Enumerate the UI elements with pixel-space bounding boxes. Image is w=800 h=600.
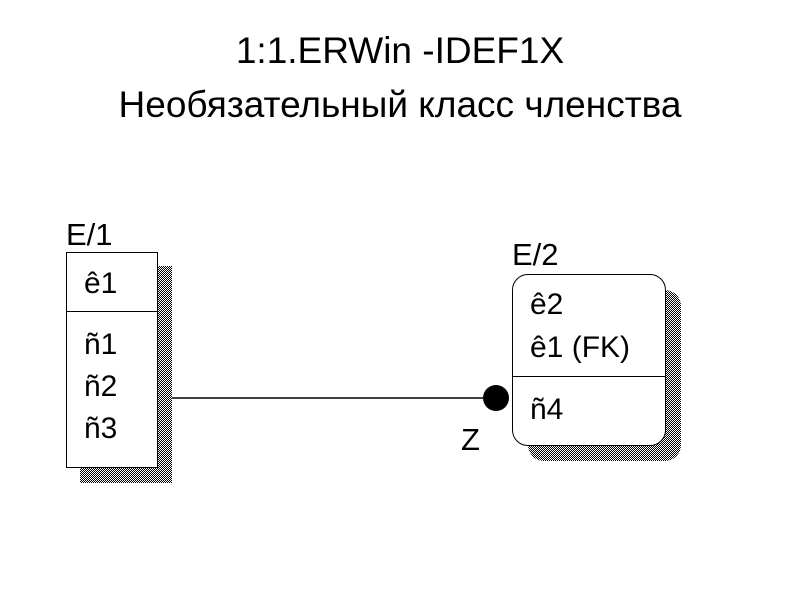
entity-e1-attr: ñ1 bbox=[84, 328, 118, 361]
cardinality-label: Z bbox=[461, 422, 480, 457]
title-line-2: Необязательный класс членства bbox=[118, 84, 682, 125]
entity-e1-attr: ñ2 bbox=[84, 370, 118, 403]
entity-e2-key-attr: ê2 bbox=[530, 288, 564, 321]
entity-e1-box bbox=[66, 252, 158, 468]
title-line-1: 1:1.ERWin -IDEF1X bbox=[235, 30, 565, 71]
entity-e2-key-divider bbox=[512, 376, 666, 377]
entity-e1-key-divider bbox=[66, 311, 158, 312]
entity-e1-key-attr: ê1 bbox=[84, 267, 118, 300]
entity-e2-attr: ñ4 bbox=[530, 393, 564, 426]
entity-e1-name: E/1 bbox=[66, 217, 113, 252]
entity-e1-attr: ñ3 bbox=[84, 412, 118, 445]
entity-e2-box bbox=[512, 274, 666, 446]
entity-e2-key-attr: ê1 (FK) bbox=[530, 331, 631, 364]
relationship-dot bbox=[483, 385, 509, 411]
entity-e2-name: E/2 bbox=[512, 237, 559, 272]
